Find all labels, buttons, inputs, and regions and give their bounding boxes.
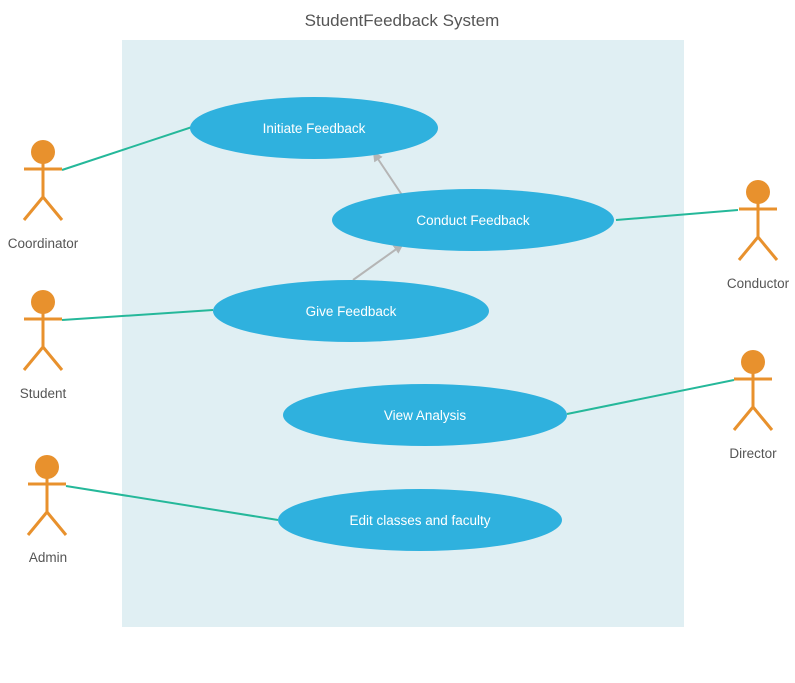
association-admin-edit <box>65 485 279 521</box>
actor-director[interactable]: Director <box>729 350 777 461</box>
actor-admin[interactable]: Admin <box>26 455 68 565</box>
actor-figure-icon <box>22 140 64 221</box>
actor-figure-icon <box>737 180 779 261</box>
actor-label: Admin <box>29 550 67 565</box>
actor-figure-icon <box>732 350 774 431</box>
use-case-give-feedback[interactable]: Give Feedback <box>213 280 489 342</box>
association-student-give <box>61 309 214 321</box>
actor-label: Student <box>20 386 67 401</box>
actor-conductor[interactable]: Conductor <box>727 180 790 291</box>
actor-figure-icon <box>26 455 68 536</box>
use-case-initiate-feedback[interactable]: Initiate Feedback <box>190 97 438 159</box>
actor-figure-icon <box>22 290 64 371</box>
association-conductor-conduct <box>615 209 739 221</box>
use-case-label: Edit classes and faculty <box>349 513 490 528</box>
generalization-conduct-to-initiate <box>372 151 403 196</box>
actor-student[interactable]: Student <box>20 290 67 401</box>
association-coordinator-initiate <box>61 126 193 171</box>
generalization-give-to-conduct <box>352 243 404 281</box>
actor-label: Director <box>729 446 777 461</box>
use-case-view-analysis[interactable]: View Analysis <box>283 384 567 446</box>
diagram-title: StudentFeedback System <box>305 11 500 30</box>
use-case-edit-classes-and-faculty[interactable]: Edit classes and faculty <box>278 489 562 551</box>
actor-label: Coordinator <box>8 236 79 251</box>
use-case-conduct-feedback[interactable]: Conduct Feedback <box>332 189 614 251</box>
association-director-view <box>566 379 735 415</box>
use-case-label: Give Feedback <box>306 304 397 319</box>
use-case-label: Conduct Feedback <box>416 213 530 228</box>
actor-coordinator[interactable]: Coordinator <box>8 140 79 251</box>
use-case-label: View Analysis <box>384 408 467 423</box>
use-case-label: Initiate Feedback <box>263 121 366 136</box>
actor-label: Conductor <box>727 276 790 291</box>
